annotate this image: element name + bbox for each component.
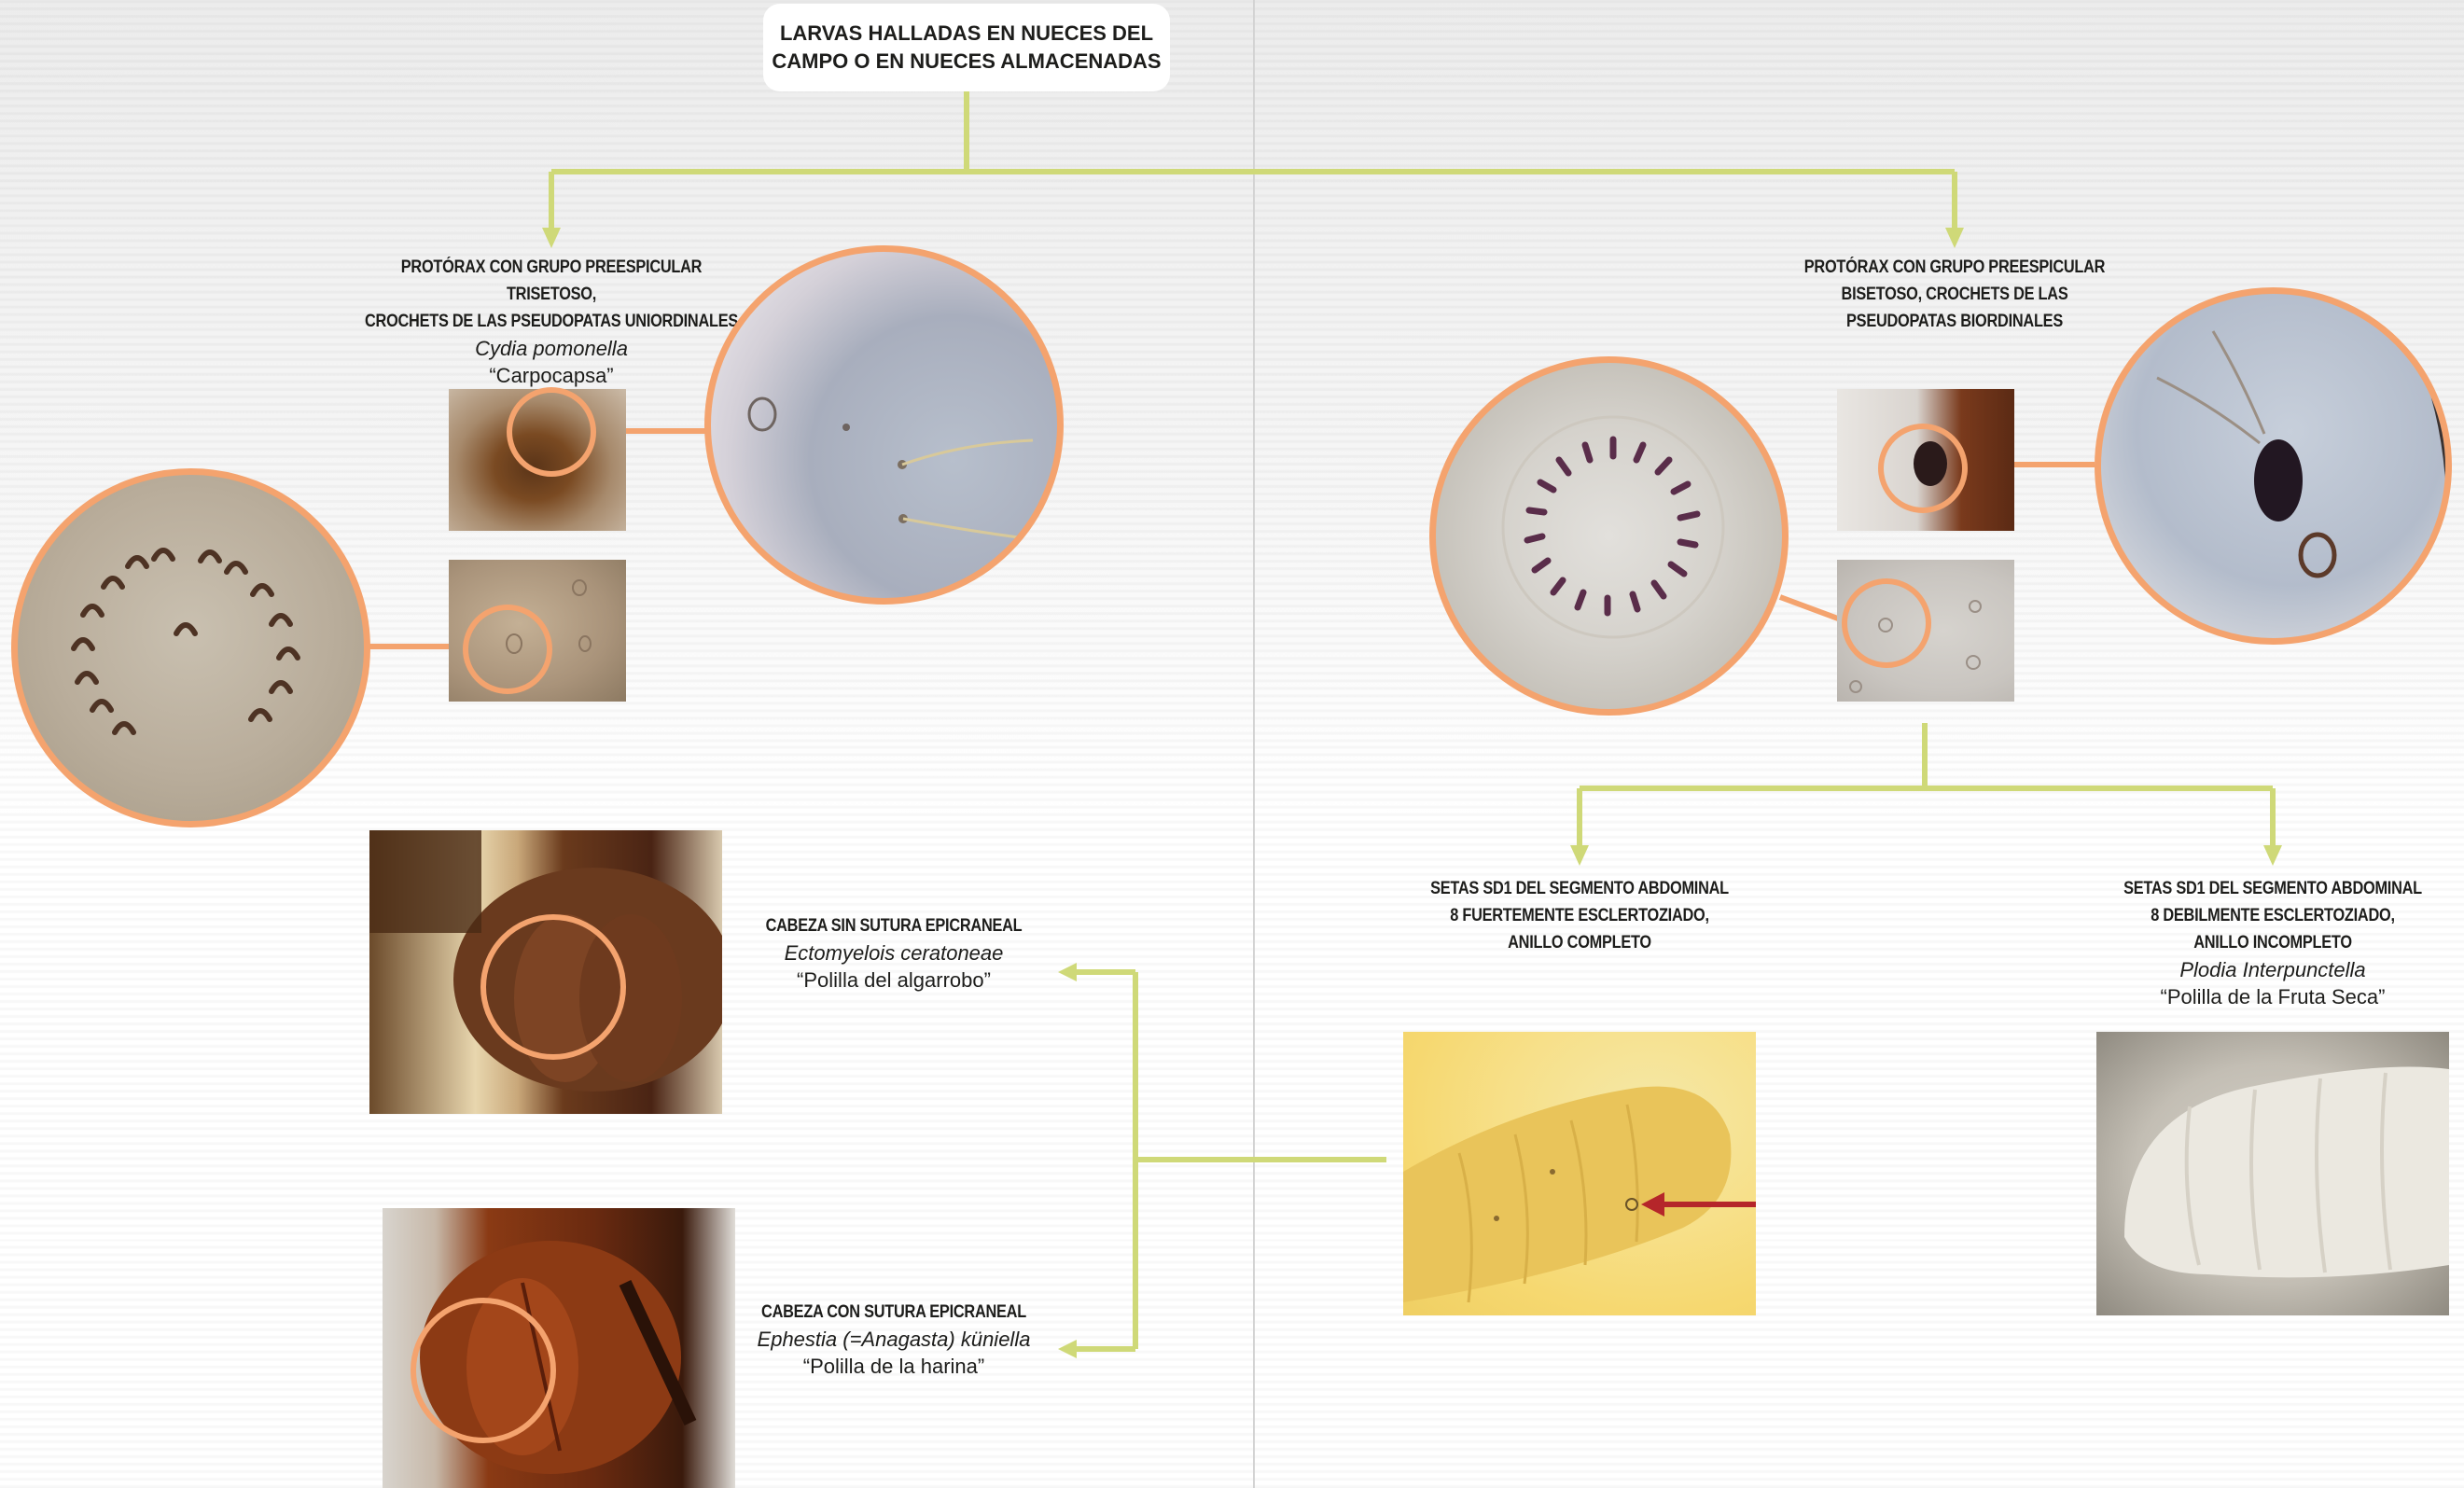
cydia-crochets-ring — [18, 475, 364, 821]
plodia-prothorax-highlight — [1878, 424, 1968, 513]
no-suture-label: CABEZA SIN SUTURA EPICRANEAL Ectomyelois… — [726, 912, 1062, 994]
sd1-strong-larva-detail — [1403, 1032, 1756, 1315]
with-suture-common-name: “Polilla de la harina” — [726, 1353, 1062, 1380]
sd1-weak-line-2: 8 DEBILMENTE ESCLERTOZIADO, — [2104, 902, 2441, 929]
title-line-1: LARVAS HALLADAS EN NUECES DEL — [780, 20, 1153, 48]
plodia-crochets-ring — [1436, 363, 1782, 709]
plodia-prothorax-zoom-detail — [2101, 294, 2445, 638]
cydia-proleg-highlight — [463, 605, 552, 694]
sd1-weak-line-1: SETAS SD1 DEL SEGMENTO ABDOMINAL — [2104, 875, 2441, 902]
sd1-strong-line-1: SETAS SD1 DEL SEGMENTO ABDOMINAL — [1411, 875, 1747, 902]
sd1-weak-larva-detail — [2096, 1032, 2449, 1315]
no-suture-header: CABEZA SIN SUTURA EPICRANEAL — [749, 912, 1038, 939]
left-species: Cydia pomonella — [327, 335, 775, 362]
right-header-line-3: PSEUDOPATAS BIORDINALES — [1778, 308, 2131, 335]
sd1-weak-line-3: ANILLO INCOMPLETO — [2104, 929, 2441, 956]
title-line-2: CAMPO O EN NUECES ALMACENADAS — [772, 48, 1161, 76]
no-suture-species: Ectomyelois ceratoneae — [726, 939, 1062, 967]
plodia-prothorax-zoom — [2095, 287, 2452, 645]
plodia-crochets-zoom — [1429, 356, 1789, 716]
sd1-strong-line-3: ANILLO COMPLETO — [1411, 929, 1747, 956]
no-suture-common-name: “Polilla del algarrobo” — [726, 967, 1062, 994]
cydia-prothorax-zoom-detail — [711, 252, 1057, 598]
ephestia-head-highlight — [411, 1298, 556, 1443]
sd1-weak-common-name: “Polilla de la Fruta Seca” — [2077, 983, 2464, 1010]
cydia-crochets-zoom — [11, 468, 370, 827]
left-branch-label: PROTÓRAX CON GRUPO PREESPICULAR TRISETOS… — [327, 254, 775, 389]
ectomyelois-head-highlight — [480, 914, 626, 1060]
plodia-proleg-highlight — [1842, 578, 1931, 668]
right-branch-label: PROTÓRAX CON GRUPO PREESPICULAR BISETOSO… — [1749, 254, 2160, 335]
cydia-prothorax-highlight — [507, 387, 596, 477]
with-suture-label: CABEZA CON SUTURA EPICRANEAL Ephestia (=… — [726, 1299, 1062, 1380]
diagram-title: LARVAS HALLADAS EN NUECES DEL CAMPO O EN… — [763, 4, 1170, 91]
right-header-line-2: BISETOSO, CROCHETS DE LAS — [1778, 281, 2131, 308]
left-header-line-1: PROTÓRAX CON GRUPO PREESPICULAR TRISETOS… — [359, 254, 745, 308]
right-header-line-1: PROTÓRAX CON GRUPO PREESPICULAR — [1778, 254, 2131, 281]
sd1-weak-species: Plodia Interpunctella — [2077, 956, 2464, 983]
with-suture-header: CABEZA CON SUTURA EPICRANEAL — [749, 1299, 1038, 1326]
left-header-line-2: CROCHETS DE LAS PSEUDOPATAS UNIORDINALES — [359, 308, 745, 335]
with-suture-species: Ephestia (=Anagasta) küniella — [726, 1326, 1062, 1353]
sd1-strong-line-2: 8 FUERTEMENTE ESCLERTOZIADO, — [1411, 902, 1747, 929]
sd1-weak-larva-photo — [2096, 1032, 2449, 1315]
sd1-strong-larva-photo — [1403, 1032, 1756, 1315]
sd1-strong-label: SETAS SD1 DEL SEGMENTO ABDOMINAL 8 FUERT… — [1384, 875, 1775, 956]
sd1-weak-label: SETAS SD1 DEL SEGMENTO ABDOMINAL 8 DEBIL… — [2077, 875, 2464, 1010]
cydia-prothorax-zoom — [704, 245, 1064, 605]
